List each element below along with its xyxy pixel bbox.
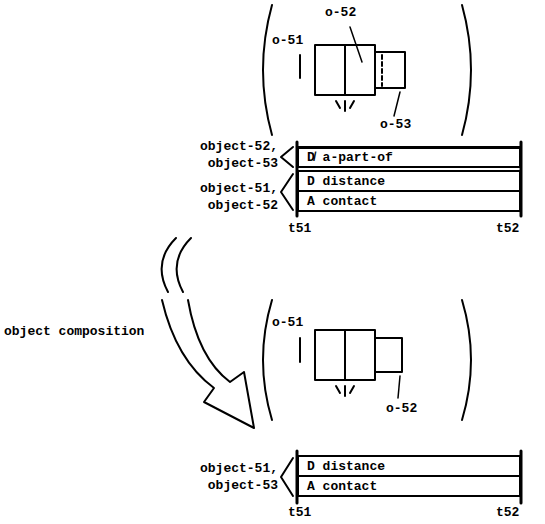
relation-name: D̸ a-part-of	[307, 150, 393, 165]
object-pair-label: object-51, object-52	[194, 180, 278, 214]
object-divider	[344, 330, 346, 380]
relation-name: A contact	[307, 194, 377, 209]
parenthesis	[462, 300, 471, 420]
flash-tick	[336, 101, 340, 108]
relation-band: A contact	[297, 475, 521, 497]
parenthesis	[263, 300, 272, 420]
relation-band: D distance	[297, 455, 521, 477]
leader-line	[394, 92, 400, 116]
relation-band: D̸ a-part-of	[297, 146, 521, 168]
time-label: t52	[496, 220, 519, 237]
leader-line	[398, 376, 400, 398]
time-label: t52	[496, 504, 519, 521]
part-label: o-52	[325, 4, 356, 21]
motion-stroke	[162, 238, 176, 292]
object-pair-label: object-51, object-53	[194, 460, 278, 494]
time-label: t51	[288, 504, 311, 521]
relation-name: D distance	[307, 174, 385, 189]
flash-tick	[350, 101, 354, 108]
object-stroke	[299, 338, 301, 362]
flash-tick	[344, 101, 346, 111]
parenthesis	[462, 5, 471, 135]
hollow-arrow	[162, 300, 254, 428]
leader-line	[350, 27, 362, 62]
flash-tick	[344, 386, 346, 396]
operation-label: object composition	[4, 323, 144, 340]
time-label: t51	[288, 220, 311, 237]
relation-name: A contact	[307, 479, 377, 494]
part-label: o-51	[272, 32, 303, 49]
part-label: o-52	[386, 400, 417, 417]
part-label: o-51	[272, 314, 303, 331]
bracket	[281, 458, 293, 496]
bracket	[281, 174, 293, 210]
object-body	[315, 330, 375, 380]
object-dashed-edge	[381, 55, 383, 86]
relation-band: A contact	[297, 190, 521, 212]
bracket	[281, 147, 293, 167]
relation-name: D distance	[307, 459, 385, 474]
object-pair-label: object-52, object-53	[194, 138, 278, 172]
object-body	[315, 45, 375, 95]
flash-tick	[336, 386, 340, 393]
motion-stroke	[177, 238, 191, 292]
object-lens	[375, 52, 405, 88]
part-label: o-53	[380, 116, 411, 133]
object-lens	[375, 338, 402, 372]
flash-tick	[350, 386, 354, 393]
parenthesis	[263, 5, 272, 135]
relation-band: D distance	[297, 170, 521, 192]
object-stroke	[299, 55, 301, 78]
object-divider	[344, 45, 346, 95]
